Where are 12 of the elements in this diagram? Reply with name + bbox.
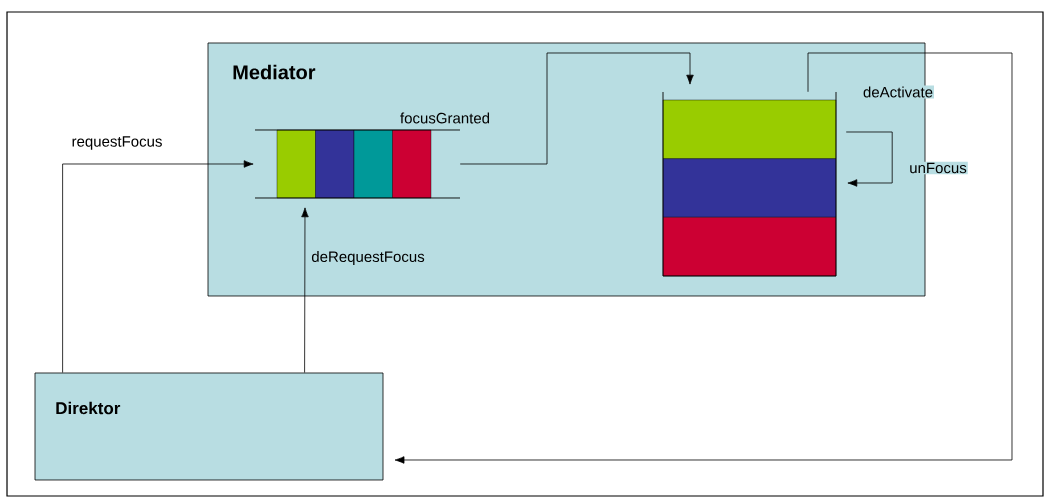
- edge-label: deActivate: [862, 85, 934, 99]
- edge-label: requestFocus: [70, 135, 164, 151]
- edge-label: unFocus: [908, 161, 968, 175]
- arrow: [459, 52, 694, 165]
- stack-drawing: [662, 91, 837, 277]
- arrow: [301, 207, 309, 373]
- edge-label: focusGranted: [399, 111, 492, 125]
- director-box: Direktor: [34, 372, 384, 481]
- queue-drawing: [254, 129, 461, 199]
- arrow: [845, 131, 893, 187]
- arrow: [62, 160, 254, 373]
- arrow: [394, 52, 1013, 464]
